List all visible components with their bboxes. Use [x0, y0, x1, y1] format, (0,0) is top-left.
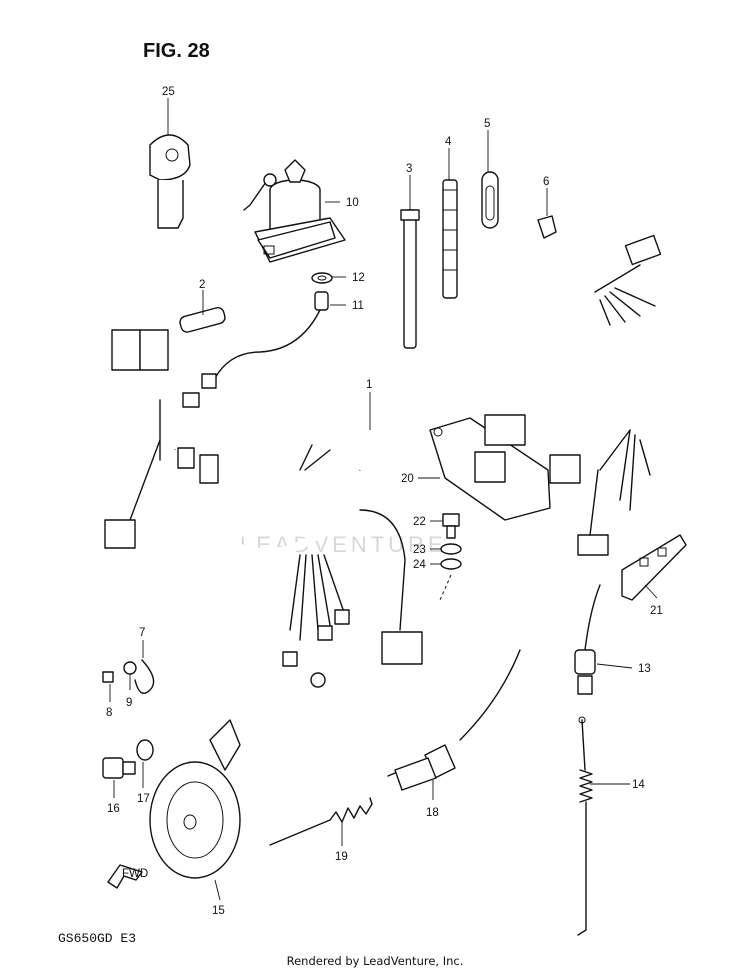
footer-credit: Rendered by LeadVenture, Inc.: [286, 954, 464, 968]
callout-18: 18: [426, 807, 439, 819]
rear-brake-switch: [387, 649, 521, 791]
callout-4: 4: [445, 136, 452, 148]
switch-washer: [311, 272, 333, 284]
callout-19: 19: [335, 851, 348, 863]
callout-22: 22: [413, 516, 426, 528]
figure-title: FIG. 28: [143, 40, 210, 62]
wiring-harness: [104, 234, 662, 688]
callout-6: 6: [543, 176, 549, 188]
callout-20: 20: [401, 473, 414, 485]
bracket-lock-washer: [440, 543, 462, 555]
horn-wire-clip: [134, 659, 155, 694]
callout-17: 17: [137, 793, 150, 805]
wire-clip: [537, 215, 557, 239]
switch-return-spring: [269, 797, 373, 846]
callout-1: 1: [366, 379, 372, 391]
callout-11: 11: [352, 300, 364, 312]
callout-labels: 25 10 12 11 3 4 5 6 2 1 20 22 23 24 21 1…: [106, 86, 663, 917]
brake-switch-cable: [574, 584, 601, 695]
ignition-key: [149, 134, 191, 229]
bracket-bolt: [442, 513, 460, 539]
forward-label: FWD: [122, 868, 148, 880]
callout-14: 14: [632, 779, 645, 791]
relay-bracket: [429, 414, 581, 521]
horn-clip-screw: [102, 671, 114, 683]
callout-8: 8: [106, 707, 112, 719]
wire-bracket: [621, 534, 687, 601]
callout-5: 5: [484, 118, 490, 130]
callout-7: 7: [139, 627, 145, 639]
brake-switch-spring: [577, 716, 593, 936]
horn-clip-washer: [123, 661, 137, 675]
leader-lines: [109, 98, 658, 901]
callout-24: 24: [413, 559, 426, 571]
forward-arrow: FWD: [107, 864, 148, 889]
bracket-washer: [440, 558, 462, 570]
callout-9: 9: [126, 697, 132, 709]
callout-15: 15: [212, 905, 225, 917]
callout-3: 3: [406, 163, 412, 175]
clamp-band: [442, 179, 458, 299]
switch-grommet: [314, 291, 329, 311]
horn-washer: [136, 739, 154, 761]
ignition-switch: [243, 159, 346, 263]
cable-strap-long: [400, 209, 420, 349]
horn-bolt: [102, 757, 136, 779]
model-code: GS650GD E3: [58, 931, 137, 946]
callout-25: 25: [162, 86, 175, 98]
callout-13: 13: [638, 663, 651, 675]
callout-2: 2: [199, 279, 205, 291]
callout-10: 10: [346, 197, 359, 209]
horn: [149, 719, 241, 879]
callout-23: 23: [413, 544, 426, 556]
callout-21: 21: [650, 605, 663, 617]
callout-16: 16: [107, 803, 120, 815]
wire-clamp: [481, 171, 499, 229]
callout-12: 12: [352, 272, 365, 284]
